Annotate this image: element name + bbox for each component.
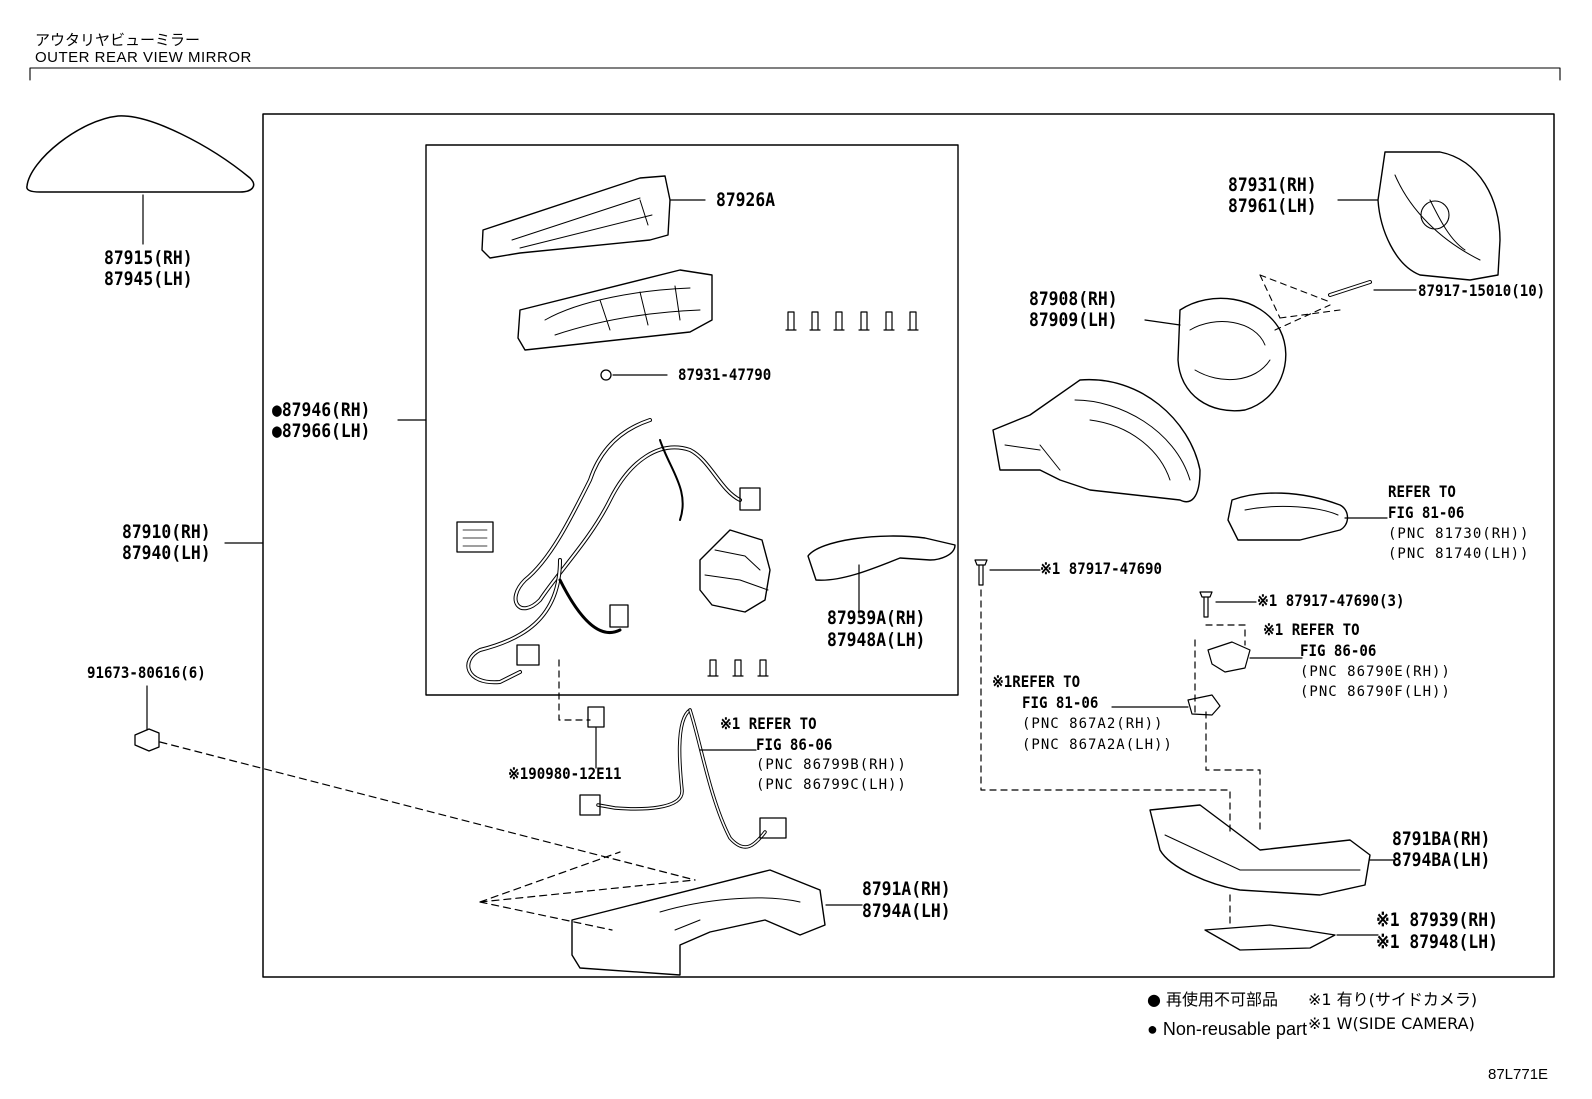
lower-cover-8791BA xyxy=(1149,804,1371,896)
title-bracket xyxy=(29,67,1561,81)
cover-87939 xyxy=(1204,924,1336,951)
refer-86-06-a-line3: (PNC 86799B(RH)) xyxy=(756,757,907,773)
part-87909[interactable]: 87909(LH) xyxy=(1029,309,1118,331)
refer-81-06-b-line2[interactable]: FIG 81-06 xyxy=(1022,693,1099,712)
cover-87939A xyxy=(807,535,956,581)
title-japanese: アウタリヤビューミラー xyxy=(35,31,201,49)
part-87966[interactable]: ●87966(LH) xyxy=(272,420,371,442)
refer-86-06-b-line4: (PNC 86790F(LH)) xyxy=(1300,684,1451,700)
part-8794BA[interactable]: 8794BA(LH) xyxy=(1392,849,1491,871)
refer-86-06-a-line2[interactable]: FIG 86-06 xyxy=(756,735,833,754)
mirror-housing xyxy=(992,378,1201,503)
wire-harness xyxy=(513,418,742,611)
turn-lamp xyxy=(1227,492,1349,541)
part-87908[interactable]: 87908(RH) xyxy=(1029,288,1118,310)
refer-86-06-b-line1: ※1 REFER TO xyxy=(1263,620,1360,639)
part-8791BA[interactable]: 8791BA(RH) xyxy=(1392,828,1491,850)
motor-87908 xyxy=(1177,297,1287,412)
part-8794A[interactable]: 8794A(LH) xyxy=(862,900,951,922)
part-87945[interactable]: 87945(LH) xyxy=(104,268,193,290)
refer-81-06-b-line1: ※1REFER TO xyxy=(992,672,1081,691)
part-87939[interactable]: ※1 87939(RH) xyxy=(1376,909,1498,931)
legend-nonreusable-en: ● Non-reusable part xyxy=(1147,1019,1307,1039)
part-87931-47790[interactable]: 87931-47790 xyxy=(678,365,772,384)
legend-w-side-camera-jp: ※1 有り(サイドカメラ) xyxy=(1308,990,1478,1009)
refer-81-06-a-line1: REFER TO xyxy=(1388,482,1456,501)
legend-nonreusable-jp: ● 再使用不可部品 xyxy=(1147,990,1279,1009)
legend-w-side-camera-en: ※1 W(SIDE CAMERA) xyxy=(1308,1014,1475,1033)
part-87917-47690[interactable]: ※1 87917-47690 xyxy=(1040,559,1163,578)
assembly-frame xyxy=(262,113,1555,978)
part-87931[interactable]: 87931(RH) xyxy=(1228,174,1317,196)
camera-wire xyxy=(596,708,692,811)
refer-86-06-a-line4: (PNC 86799C(LH)) xyxy=(756,777,907,793)
mirror-glass-87931 xyxy=(1377,151,1501,281)
refer-81-06-a-line4: (PNC 81740(LH)) xyxy=(1388,546,1530,562)
part-87961[interactable]: 87961(LH) xyxy=(1228,195,1317,217)
part-87940[interactable]: 87940(LH) xyxy=(122,542,211,564)
lamp-housing xyxy=(517,269,713,351)
part-87910[interactable]: 87910(RH) xyxy=(122,521,211,543)
refer-86-06-b-line3: (PNC 86790E(RH)) xyxy=(1300,664,1451,680)
part-87917-47690-3[interactable]: ※1 87917-47690(3) xyxy=(1257,591,1405,610)
screw-row xyxy=(785,311,919,331)
part-8791A[interactable]: 8791A(RH) xyxy=(862,878,951,900)
part-90980[interactable]: ※190980-12E11 xyxy=(508,764,622,783)
part-87948[interactable]: ※1 87948(LH) xyxy=(1376,931,1498,953)
part-91673[interactable]: 91673-80616(6) xyxy=(87,663,206,682)
part-87915[interactable]: 87915(RH) xyxy=(104,247,193,269)
illustration-code: 87L771E xyxy=(1488,1066,1549,1083)
refer-86-06-a-line1: ※1 REFER TO xyxy=(720,714,817,733)
mirror-cover-87915 xyxy=(26,115,255,193)
part-87946[interactable]: ●87946(RH) xyxy=(272,399,371,421)
screw-row-bottom xyxy=(707,659,769,677)
bolt-91673 xyxy=(134,728,160,752)
trim-87926A xyxy=(481,175,671,259)
title-english: OUTER REAR VIEW MIRROR xyxy=(35,49,252,66)
mirror-actuator xyxy=(699,529,771,613)
part-87917-15010[interactable]: 87917-15010(10) xyxy=(1418,281,1546,300)
part-87948A[interactable]: 87948A(LH) xyxy=(827,629,926,651)
part-87926A[interactable]: 87926A xyxy=(716,189,776,211)
refer-81-06-b-line3: (PNC 867A2(RH)) xyxy=(1022,716,1164,732)
base-8791A xyxy=(571,869,826,976)
refer-81-06-a-line2[interactable]: FIG 81-06 xyxy=(1388,503,1465,522)
refer-81-06-b-line4: (PNC 867A2A(LH)) xyxy=(1022,737,1173,753)
refer-86-06-b-line2[interactable]: FIG 86-06 xyxy=(1300,641,1377,660)
refer-81-06-a-line3: (PNC 81730(RH)) xyxy=(1388,526,1530,542)
part-87939A[interactable]: 87939A(RH) xyxy=(827,607,926,629)
